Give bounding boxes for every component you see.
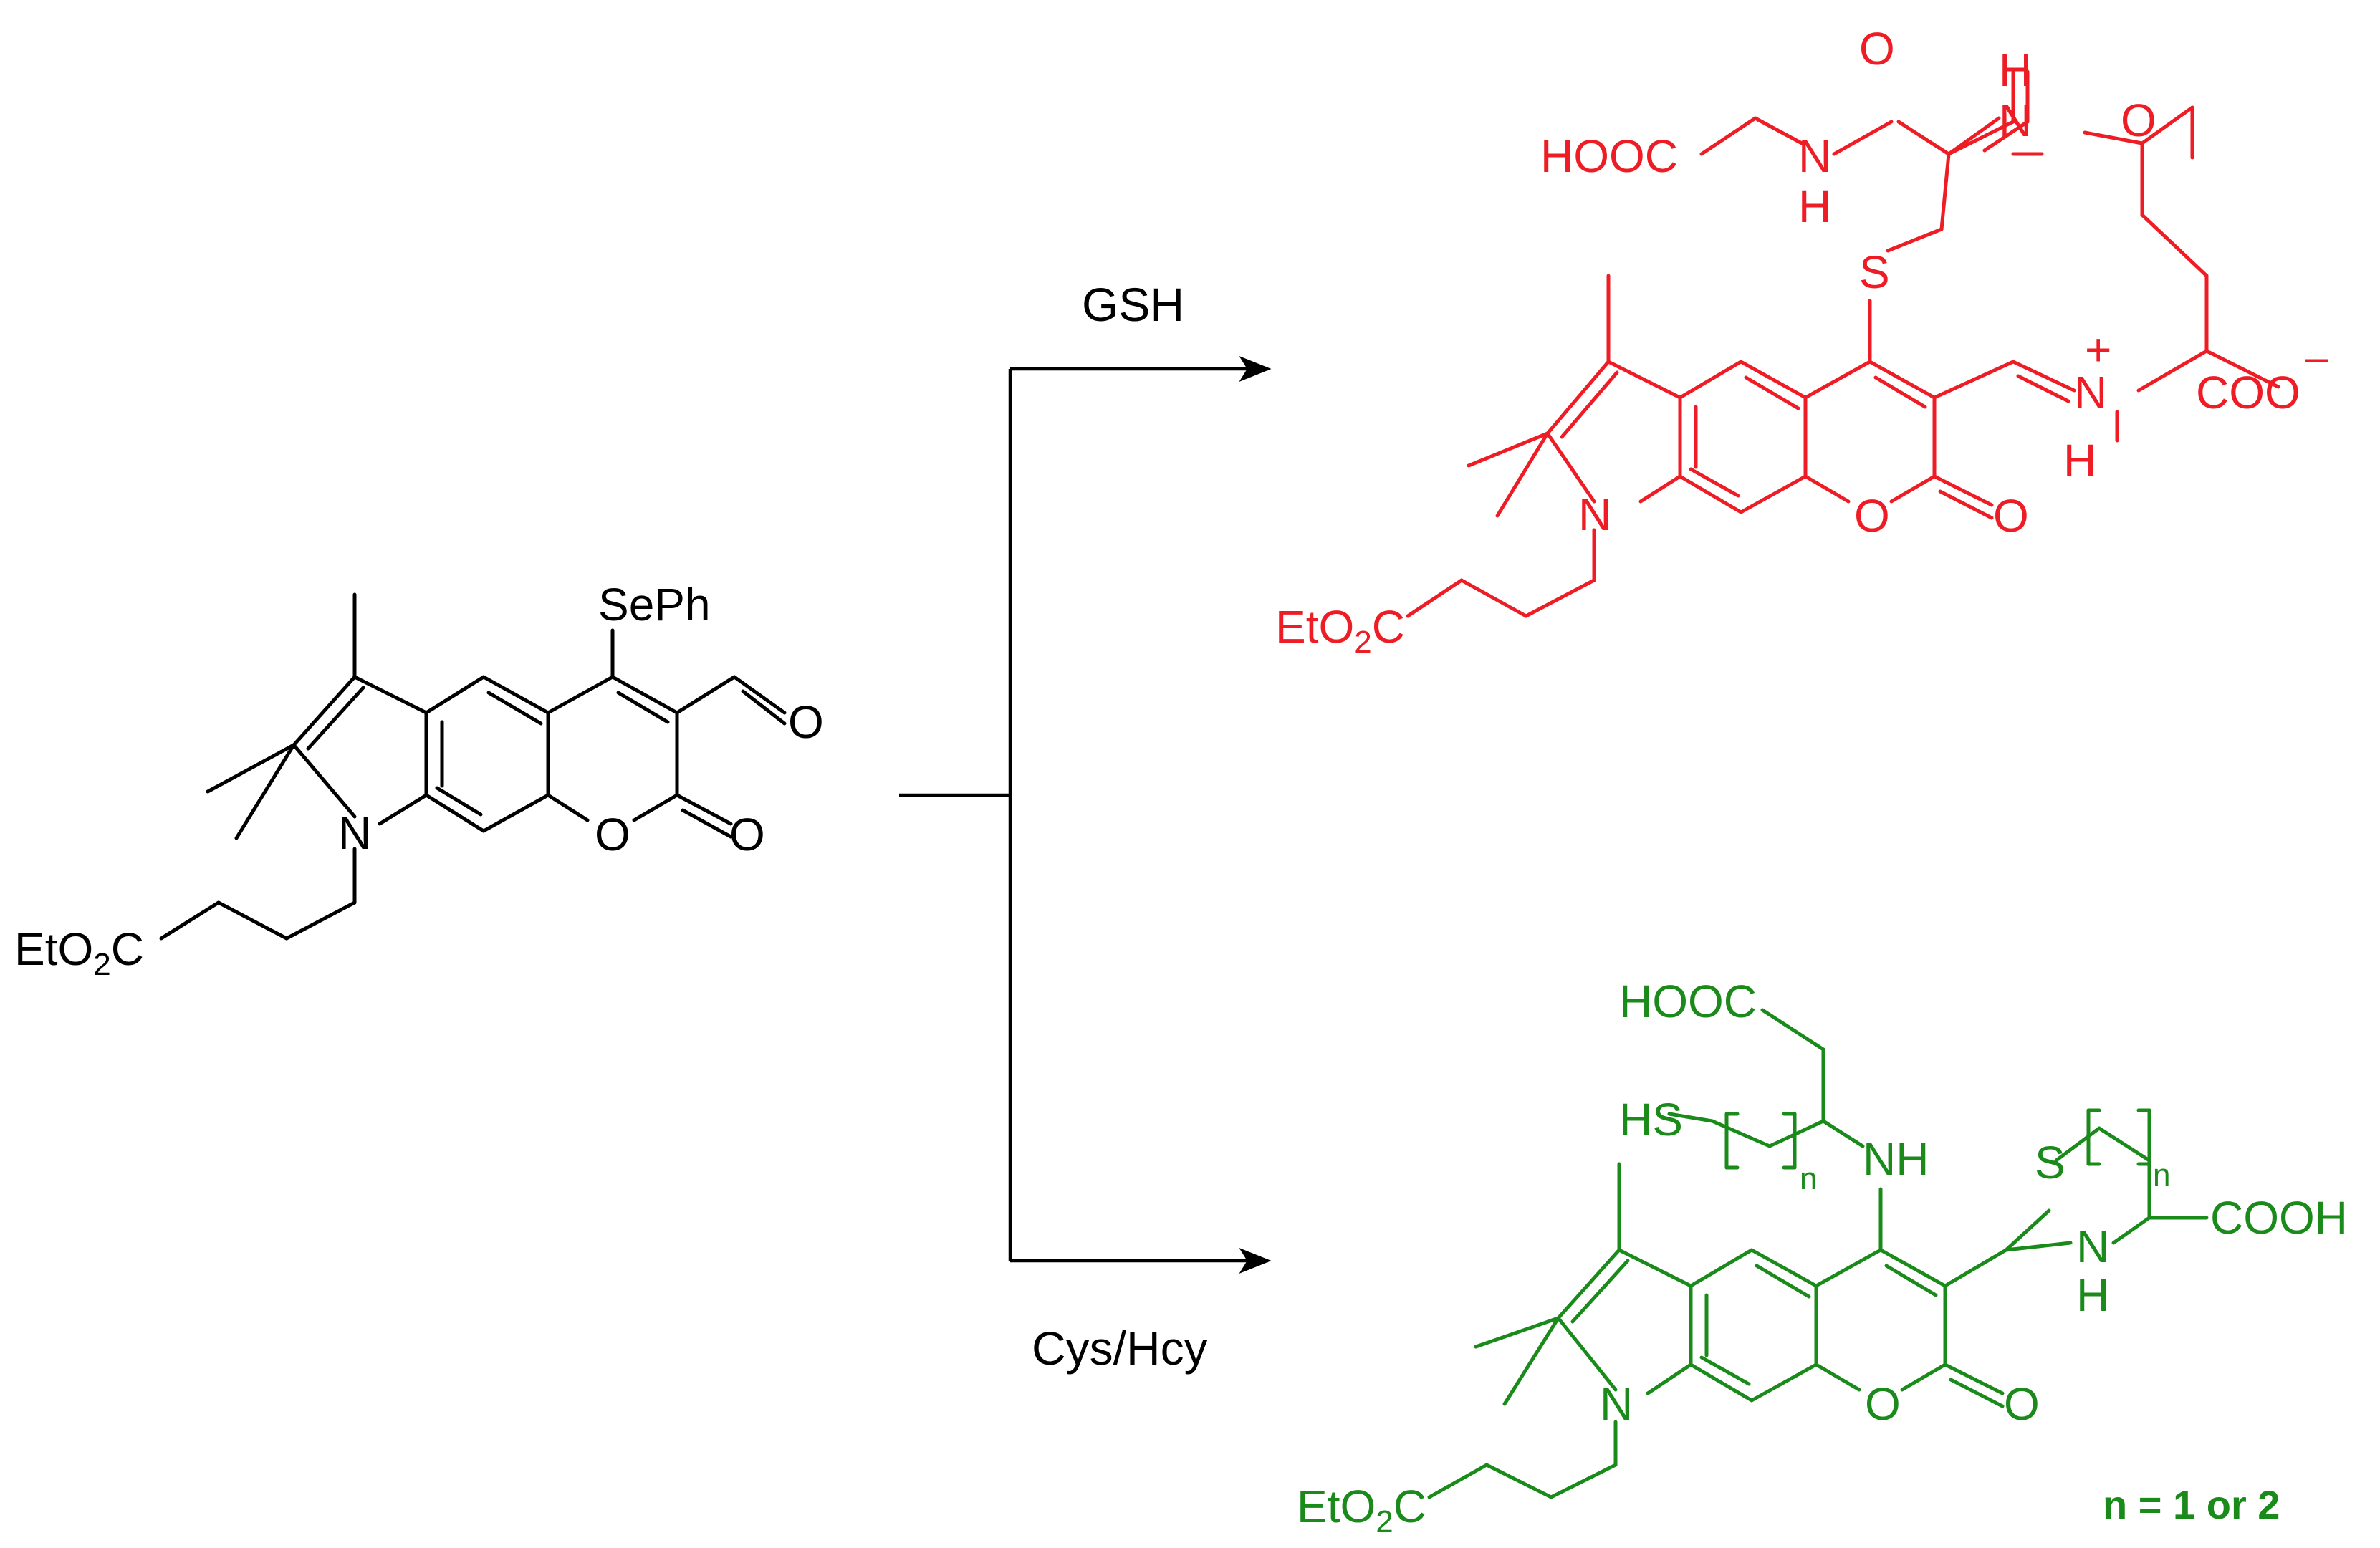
reactant-aldehyde-o-label: O xyxy=(788,696,824,748)
gsh-ester-label: EtO2C xyxy=(1275,601,1405,660)
cys-carbonyl-o-label: O xyxy=(2004,1378,2040,1430)
gsh-iminium-h-label: H xyxy=(2063,435,2096,486)
reactant-carbonyl-o-label: O xyxy=(729,809,765,860)
cys-ring-n-label: N xyxy=(1600,1378,1633,1430)
reactant-structure: SePh N O O O EtO2C xyxy=(14,579,824,982)
cys-ester-label: EtO2C xyxy=(1297,1481,1426,1539)
ester-subscript: 2 xyxy=(1376,1504,1393,1539)
gsh-amide-n-label: N xyxy=(1798,130,1831,182)
cys-thiazolidine-h-label: H xyxy=(2076,1269,2109,1321)
ester-text: EtO xyxy=(14,923,93,975)
cys-s-label: S xyxy=(2035,1137,2065,1188)
gsh-hooc-label: HOOC xyxy=(1540,130,1678,182)
reactant-ester-label: EtO2C xyxy=(14,923,144,982)
reactant-seph-label: SePh xyxy=(598,579,711,630)
gsh-carbonyl-o-label: O xyxy=(1993,490,2029,542)
gsh-top-h-label: H xyxy=(1999,44,2032,96)
cys-thiazolidine-n-label: N xyxy=(2076,1221,2109,1272)
gsh-coo-label: COO xyxy=(2196,367,2300,418)
ester-tail: C xyxy=(111,923,144,975)
gsh-minus-label: − xyxy=(2303,335,2330,386)
reactant-n-label: N xyxy=(338,807,371,859)
cys-cooh-label: COOH xyxy=(2210,1192,2348,1244)
gsh-s-label: S xyxy=(1859,246,1890,298)
gsh-top-n-label: N xyxy=(1999,95,2032,146)
gsh-plus-label: + xyxy=(2085,324,2111,375)
cys-hs-label: HS xyxy=(1619,1094,1683,1145)
ester-tail: C xyxy=(1393,1481,1426,1532)
gsh-top-right-o-label: O xyxy=(2121,95,2156,146)
cys-hooc-label: HOOC xyxy=(1619,976,1757,1027)
ester-subscript: 2 xyxy=(93,947,110,982)
gsh-amide-h-label: H xyxy=(1798,181,1831,232)
gsh-product-structure: HOOC N H O H N O S N + H COO − N O O EtO… xyxy=(1275,23,2330,660)
n-value-note: n = 1 or 2 xyxy=(2103,1482,2280,1527)
cys-nh-label: NH xyxy=(1863,1133,1929,1185)
gsh-ring-n-label: N xyxy=(1578,489,1611,540)
gsh-iminium-n-label: N xyxy=(2074,367,2107,418)
ester-subscript: 2 xyxy=(1354,625,1371,660)
ester-text: EtO xyxy=(1275,601,1354,653)
gsh-top-left-o-label: O xyxy=(1859,23,1895,74)
cys-ring-o-label: O xyxy=(1865,1378,1901,1430)
cys-n-subscript-right: n xyxy=(2153,1158,2170,1193)
cys-n-subscript-left: n xyxy=(1800,1161,1817,1196)
condition-gsh: GSH xyxy=(1082,278,1184,331)
cys-product-structure: HOOC HS n NH S n N H COOH N O O EtO2C n … xyxy=(1297,976,2348,1539)
gsh-ring-o-label: O xyxy=(1854,490,1890,542)
ester-text: EtO xyxy=(1297,1481,1376,1532)
ester-tail: C xyxy=(1372,601,1405,653)
condition-cys-hcy: Cys/Hcy xyxy=(1032,1322,1208,1375)
branching-arrow xyxy=(899,356,1272,1274)
reactant-ring-o-label: O xyxy=(595,809,630,860)
